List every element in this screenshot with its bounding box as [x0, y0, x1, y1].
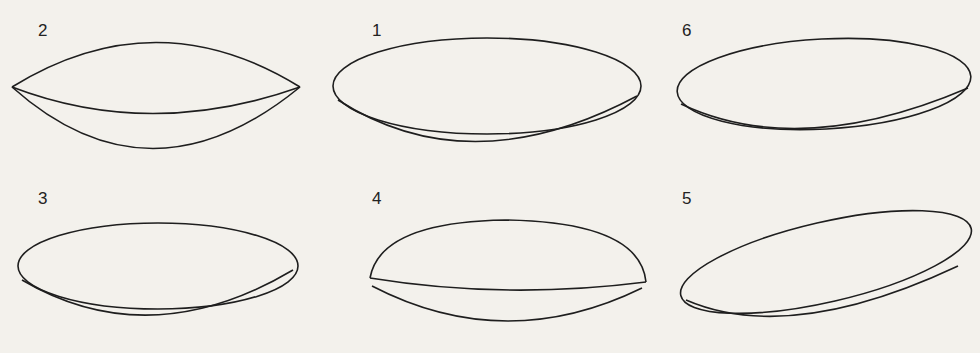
callout-number: 1	[372, 22, 381, 39]
shallow-lens	[18, 223, 298, 315]
callout-number: 4	[372, 190, 381, 207]
flat-bowl-lens	[675, 31, 973, 136]
callout-number: 6	[682, 22, 691, 39]
tilted-lens	[672, 190, 980, 335]
callout-number: 3	[38, 190, 47, 207]
callout-number: 2	[38, 22, 47, 39]
rounded-lens	[333, 38, 641, 142]
callout-number: 5	[682, 190, 691, 207]
domed-lens	[370, 220, 646, 321]
pointed-lens	[12, 43, 300, 149]
